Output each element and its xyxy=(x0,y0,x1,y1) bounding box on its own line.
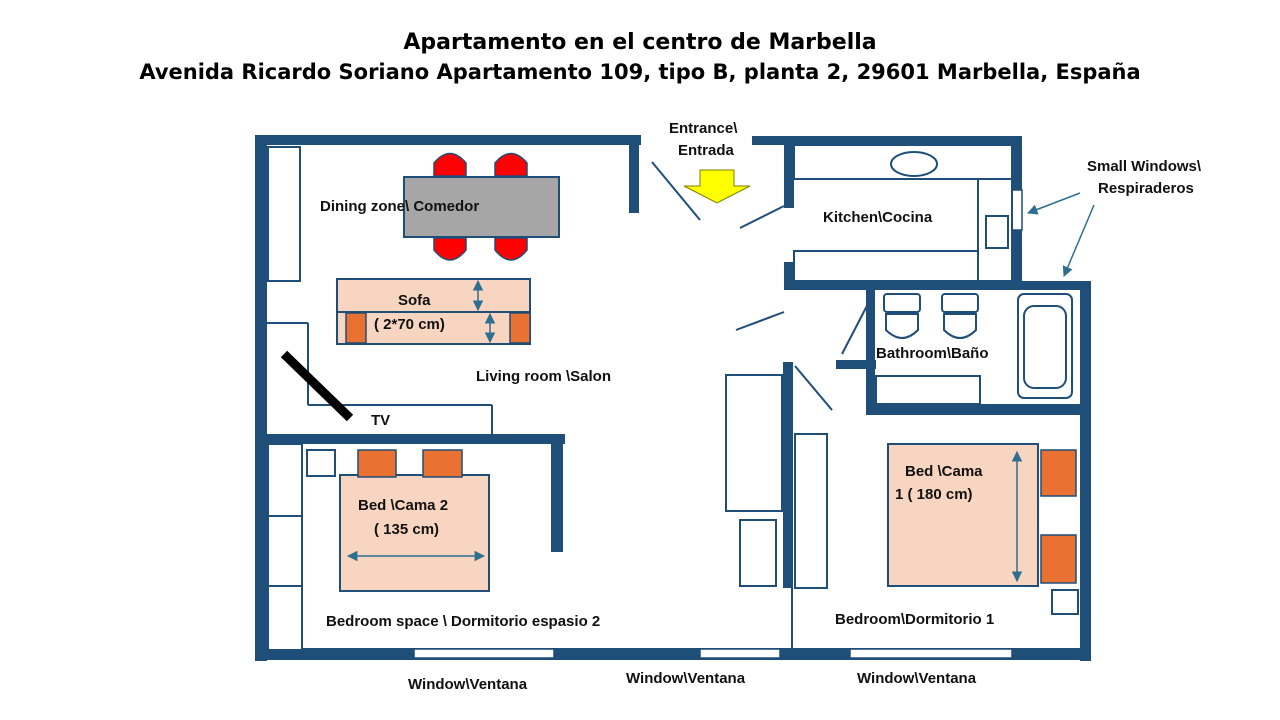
chair-icon xyxy=(494,152,528,177)
kitchen-counter-bottom xyxy=(793,250,979,282)
chair-icon xyxy=(433,237,467,261)
sofa-back xyxy=(336,278,531,314)
wall-center-divider xyxy=(783,362,793,588)
entrance-arrow-icon xyxy=(683,169,751,204)
wall-bedroom2-right xyxy=(551,434,563,552)
label-window: Window\Ventana xyxy=(857,670,977,687)
bedroom2-nightstand xyxy=(306,449,336,477)
small-window-arrow-icon xyxy=(1027,192,1081,215)
wall-bath-bottom xyxy=(866,404,1090,415)
door-swings xyxy=(267,161,871,648)
chair-icon xyxy=(433,152,467,177)
label-window: Window\Ventana xyxy=(408,676,528,693)
tv-icon xyxy=(280,350,354,422)
bed-2 xyxy=(339,449,490,592)
wall-top-left xyxy=(255,135,641,145)
pillow-icon xyxy=(422,449,463,478)
corridor-box xyxy=(739,519,777,587)
wall-kitchen-left-lower xyxy=(784,262,794,290)
pillow-icon xyxy=(1040,534,1077,584)
label-living: Living room \Salon xyxy=(476,368,611,385)
bathroom-vanity xyxy=(875,375,981,405)
wall-entrance-jamb xyxy=(629,145,639,213)
wall-bath-stub xyxy=(836,360,876,369)
window-bedroom2 xyxy=(413,648,555,659)
bed-1 xyxy=(887,443,1077,587)
label-window: Window\Ventana xyxy=(626,670,746,687)
bidet-tank xyxy=(941,293,979,313)
sofa-armrest xyxy=(345,312,367,344)
label-sofa-size: ( 2*70 cm) xyxy=(374,316,445,333)
label-bed-2-size: ( 135 cm) xyxy=(374,521,439,538)
label-kitchen: Kitchen\Cocina xyxy=(823,209,933,226)
dining-table xyxy=(403,176,560,238)
wall-kitchen-left-top xyxy=(784,136,794,208)
plan-address: Avenida Ricardo Soriano Apartamento 109,… xyxy=(139,60,1141,84)
dining-set xyxy=(403,152,560,261)
kitchen-sink-icon xyxy=(890,151,938,177)
label-entrance: Entrance\ xyxy=(669,120,738,137)
kitchen-stove xyxy=(985,215,1009,249)
label-bathroom: Bathroom\Baño xyxy=(876,345,989,362)
bathroom-fixtures xyxy=(875,293,1073,405)
bedroom1-wardrobe xyxy=(794,433,828,589)
label-bedroom-1: Bedroom\Dormitorio 1 xyxy=(835,611,994,628)
label-tv: TV xyxy=(371,412,390,429)
bed-2-frame xyxy=(339,474,490,592)
label-sofa: Sofa xyxy=(398,292,431,309)
toilet-tank xyxy=(883,293,921,313)
label-small-windows: Respiraderos xyxy=(1098,180,1194,197)
small-window-arrow-icon xyxy=(1062,204,1095,277)
bedroom1-nightstand xyxy=(1051,589,1079,615)
sofa-armrest xyxy=(509,312,531,344)
label-bed-2: Bed \Cama 2 xyxy=(358,497,448,514)
label-dining: Dining zone\ Comedor xyxy=(320,198,479,215)
toilet-icon xyxy=(885,313,919,339)
bathtub-inner xyxy=(1023,305,1067,389)
label-small-windows: Small Windows\ xyxy=(1087,158,1202,175)
wardrobes xyxy=(267,146,1079,651)
corridor-cabinet xyxy=(725,374,783,512)
sofa xyxy=(336,278,531,345)
wall-kitchen-top xyxy=(752,136,1022,145)
kitchen-fixtures xyxy=(793,144,1013,282)
wall-kitchen-bottom xyxy=(784,281,1090,290)
small-window-kitchen xyxy=(1011,189,1023,231)
wall-bedroom2-top xyxy=(267,434,565,444)
label-bed-1-size: 1 ( 180 cm) xyxy=(895,486,973,503)
windows xyxy=(413,189,1023,659)
window-center xyxy=(699,648,781,659)
wall-bath-left xyxy=(866,290,875,415)
wall-left-outer xyxy=(255,135,267,661)
pillow-icon xyxy=(1040,449,1077,497)
bidet-icon xyxy=(943,313,977,339)
living-left-cabinet xyxy=(267,146,301,282)
wall-right-outer xyxy=(1080,281,1091,661)
bedroom2-wardrobe xyxy=(267,443,303,651)
label-bed-1: Bed \Cama xyxy=(905,463,983,480)
pillow-icon xyxy=(357,449,397,478)
label-bedroom-2: Bedroom space \ Dormitorio espasio 2 xyxy=(326,613,600,630)
label-entrance: Entrada xyxy=(678,142,735,159)
plan-title: Apartamento en el centro de Marbella xyxy=(403,30,877,55)
chair-icon xyxy=(494,237,528,261)
window-bedroom1 xyxy=(849,648,1013,659)
